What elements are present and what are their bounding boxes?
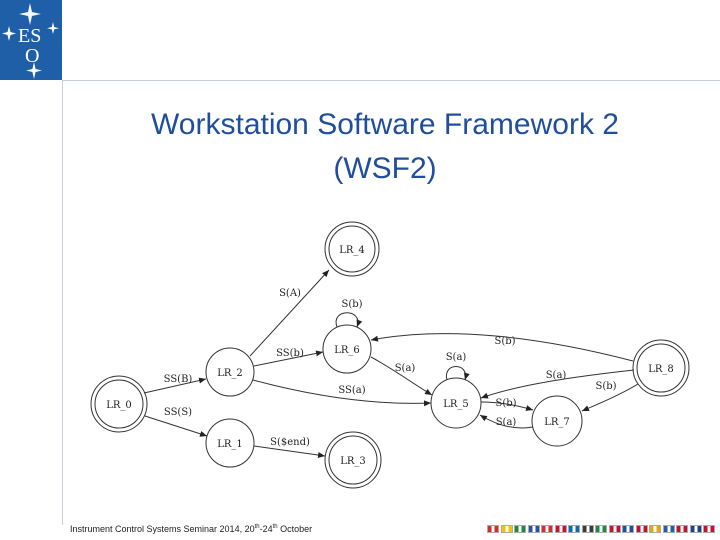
top-divider <box>62 80 720 81</box>
node-lr0-label: LR_0 <box>106 400 132 411</box>
flag-icon <box>541 525 553 533</box>
edge-lr1-lr3-label: S($end) <box>270 437 310 448</box>
edge-lr2-lr5-label: SS(a) <box>338 385 365 396</box>
edge-lr0-lr1-label: SS(S) <box>164 407 192 418</box>
node-lr1 <box>205 418 255 468</box>
edge-lr8-lr6-label: S(b) <box>494 336 515 347</box>
edge-lr2-lr6-label: SS(b) <box>276 348 304 359</box>
flag-icon <box>500 525 513 533</box>
edge-lr7-lr5-label: S(a) <box>496 417 517 428</box>
node-lr7-label: LR_7 <box>544 417 570 428</box>
edge-lr5-self-label: S(a) <box>446 352 467 363</box>
flag-icon <box>622 525 634 533</box>
flag-icon <box>649 525 661 533</box>
edge-lr8-lr6 <box>370 333 634 362</box>
edge-lr5-lr7 <box>480 401 534 411</box>
flag-icon <box>595 525 607 533</box>
eso-logo: ES O <box>0 0 62 80</box>
flag-icon <box>662 525 675 533</box>
node-lr2 <box>205 347 255 397</box>
slide-title: Workstation Software Framework 2 (WSF2) <box>100 103 670 191</box>
edge-lr2-lr6 <box>253 350 324 367</box>
edge-lr2-lr4-label: S(A) <box>279 288 301 299</box>
node-lr8 <box>632 339 690 397</box>
svg-text:O: O <box>25 45 39 67</box>
node-lr7 <box>531 395 583 447</box>
edge-lr8-lr5-label: S(a) <box>546 370 567 381</box>
edge-lr1-lr3 <box>253 445 326 458</box>
left-divider <box>62 80 63 525</box>
footer-text: Instrument Control Systems Seminar 2014,… <box>70 524 313 534</box>
node-lr5-label: LR_5 <box>443 399 469 410</box>
edge-lr7-lr5 <box>479 414 534 429</box>
edge-lr6-self <box>335 312 363 328</box>
node-lr8-label: LR_8 <box>648 364 674 375</box>
edge-lr5-lr7-label: S(b) <box>495 398 516 409</box>
edge-lr0-lr2 <box>143 377 207 394</box>
flag-icon <box>608 525 621 533</box>
flag-icon <box>554 525 567 533</box>
node-lr6 <box>322 324 372 374</box>
flag-icon <box>581 525 594 533</box>
flag-icon <box>514 525 526 533</box>
edge-lr8-lr5 <box>480 369 635 399</box>
edge-lr2-lr5 <box>252 379 432 407</box>
flag-icon <box>703 525 715 533</box>
edge-lr5-self <box>445 366 470 381</box>
edge-lr6-lr5 <box>370 356 433 396</box>
title-line-2: (WSF2) <box>333 152 437 185</box>
node-lr3-label: LR_3 <box>340 456 366 467</box>
node-lr4 <box>324 221 380 277</box>
node-lr3 <box>324 431 382 489</box>
flag-icon <box>487 525 499 533</box>
node-lr1-label: LR_1 <box>217 439 243 450</box>
node-lr2-label: LR_2 <box>217 368 243 379</box>
title-line-1: Workstation Software Framework 2 <box>151 108 619 141</box>
eso-logo-letters: ES <box>18 25 41 47</box>
flag-icon <box>689 525 702 533</box>
flag-icon <box>568 525 580 533</box>
node-lr6-label: LR_6 <box>334 345 360 356</box>
flag-icon <box>676 525 688 533</box>
edge-lr0-lr1 <box>144 415 208 437</box>
edge-lr2-lr4 <box>249 269 330 357</box>
edge-lr8-lr7 <box>581 383 639 412</box>
edge-lr6-lr5-label: S(a) <box>395 363 416 374</box>
flag-icon <box>527 525 540 533</box>
edge-lr6-self-label: S(b) <box>341 299 362 310</box>
edge-lr8-lr7-label: S(b) <box>595 381 616 392</box>
node-lr0 <box>90 375 148 433</box>
edge-lr0-lr2-label: SS(B) <box>164 374 193 385</box>
node-lr4-label: LR_4 <box>339 245 365 256</box>
flag-icon <box>635 525 648 533</box>
